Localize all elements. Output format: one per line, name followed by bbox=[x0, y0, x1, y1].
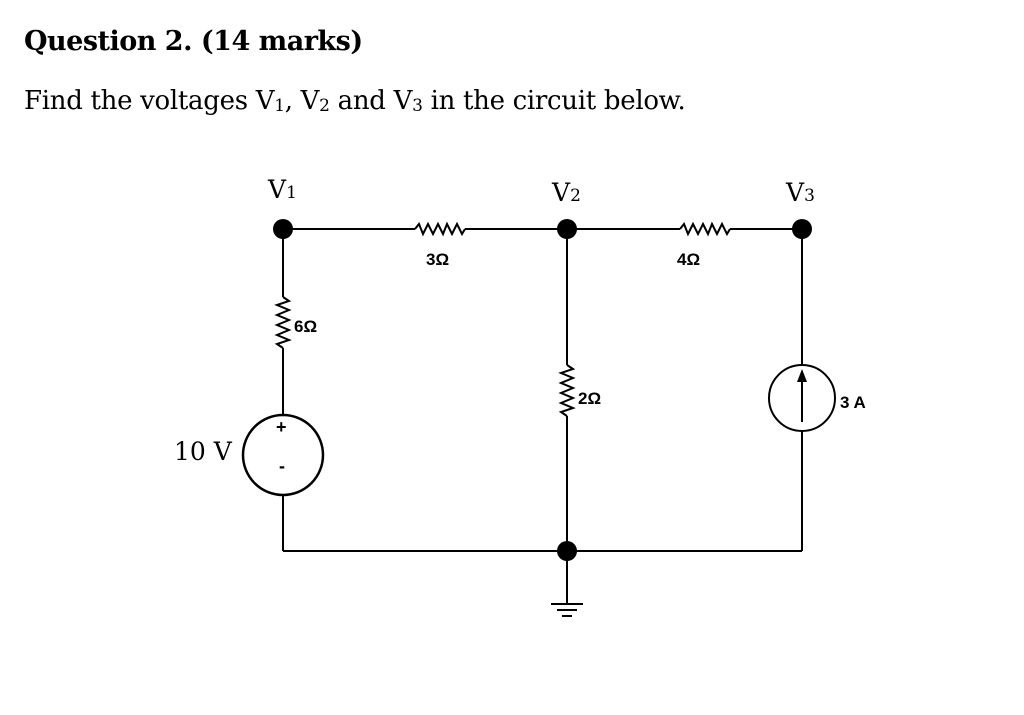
node-v3-dot bbox=[792, 219, 812, 239]
node-label-v1: V1 bbox=[267, 175, 297, 204]
resistor-4-ohm bbox=[679, 221, 731, 237]
resistor-2-ohm-label: 2Ω bbox=[578, 389, 601, 408]
voltage-source-plus: + bbox=[276, 417, 287, 437]
resistor-2-ohm bbox=[558, 364, 576, 417]
node-v1-dot bbox=[273, 219, 293, 239]
resistor-4-ohm-label: 4Ω bbox=[677, 250, 700, 269]
voltage-source bbox=[241, 413, 325, 497]
voltage-source-label: 10 V bbox=[174, 437, 233, 466]
prompt-v3: V bbox=[393, 86, 413, 116]
prompt-v1-sub: 1 bbox=[274, 96, 285, 116]
current-source bbox=[768, 364, 836, 432]
voltage-source-minus: - bbox=[279, 456, 285, 476]
node-label-v3: V3 bbox=[785, 178, 815, 207]
wires bbox=[282, 228, 803, 604]
ground-node-dot bbox=[557, 541, 577, 561]
prompt-text: in the circuit below. bbox=[422, 86, 686, 116]
prompt-v3-sub: 3 bbox=[412, 96, 423, 116]
node-label-v2: V2 bbox=[551, 178, 581, 207]
question-prompt: Find the voltages V1, V2 and V3 in the c… bbox=[24, 86, 686, 116]
prompt-v1: V bbox=[255, 86, 275, 116]
prompt-v2: V bbox=[300, 86, 320, 116]
resistor-6-ohm-label: 6Ω bbox=[294, 317, 317, 336]
current-arrowhead-icon bbox=[797, 369, 807, 382]
prompt-sep: and bbox=[329, 86, 394, 116]
prompt-v2-sub: 2 bbox=[319, 96, 330, 116]
ground-icon bbox=[551, 603, 583, 617]
current-source-label: 3 A bbox=[840, 393, 866, 412]
prompt-sep: , bbox=[284, 86, 301, 116]
prompt-text: Find the voltages bbox=[24, 86, 256, 116]
resistor-3-ohm bbox=[414, 221, 466, 237]
question-title: Question 2. (14 marks) bbox=[24, 26, 363, 57]
resistor-3-ohm-label: 3Ω bbox=[426, 250, 449, 269]
resistor-6-ohm bbox=[274, 296, 292, 349]
node-v2-dot bbox=[557, 219, 577, 239]
